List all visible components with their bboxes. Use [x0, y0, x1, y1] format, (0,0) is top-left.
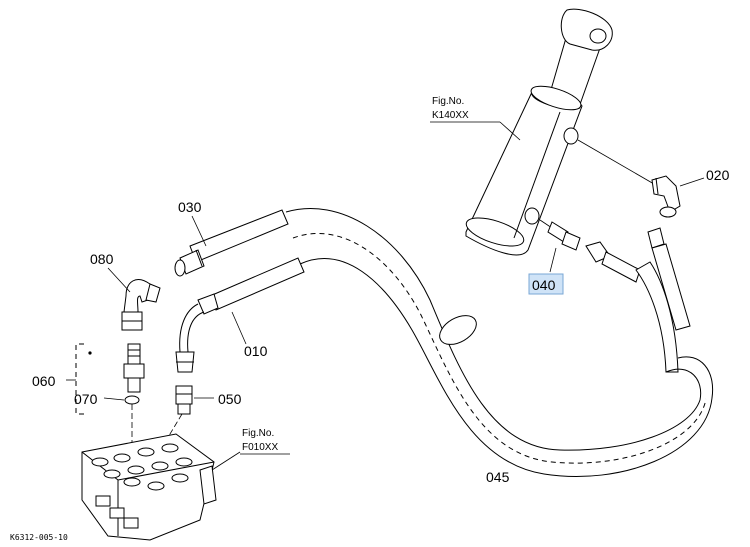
label-020[interactable]: 020	[706, 167, 730, 183]
label-040[interactable]: 040	[532, 277, 556, 293]
label-050[interactable]: 050	[218, 391, 242, 407]
nipple-fitting-060	[123, 343, 145, 393]
label-070[interactable]: 070	[74, 391, 98, 407]
figure-ref-cylinder-line2: K140XX	[432, 110, 469, 121]
hose-right-assembly	[585, 227, 691, 373]
control-valve-block	[81, 433, 217, 541]
figure-ref-valve-line2: F010XX	[242, 442, 278, 453]
elbow-fitting-020	[651, 175, 681, 218]
label-030[interactable]: 030	[178, 199, 202, 215]
figure-ref-cylinder-line1: Fig.No.	[432, 96, 464, 107]
label-080[interactable]: 080	[90, 251, 114, 267]
hydraulic-cylinder	[465, 8, 613, 256]
figure-ref-cylinder[interactable]: Fig.No. K140XX	[430, 96, 521, 141]
adapter-fitting-050	[175, 385, 193, 415]
elbow-fitting-080	[121, 279, 161, 331]
bent-hose-010	[175, 257, 305, 373]
figure-ref-valve-line1: Fig.No.	[242, 428, 274, 439]
label-045[interactable]: 045	[486, 469, 510, 485]
hose-045-loop	[285, 208, 714, 477]
figure-ref-valve[interactable]: Fig.No. F010XX	[240, 428, 290, 455]
label-010[interactable]: 010	[244, 343, 268, 359]
o-ring-070	[124, 395, 140, 405]
hose-end-030	[174, 209, 289, 277]
label-060[interactable]: 060	[32, 373, 56, 389]
adapter-fitting-040	[539, 219, 581, 251]
label-040-highlight	[528, 273, 564, 295]
drawing-code: K6312-005-10	[10, 533, 68, 542]
